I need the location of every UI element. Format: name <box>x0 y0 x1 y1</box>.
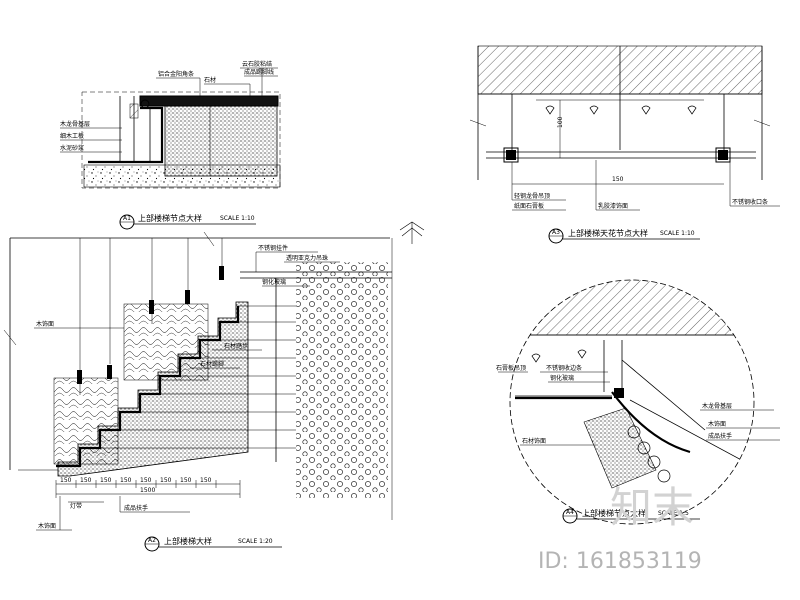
label-st-3: 钢化玻璃 <box>262 278 286 286</box>
label-rd-1: 石膏板吊顶 <box>496 364 526 372</box>
watermark-id: ID: 161853119 <box>538 549 702 574</box>
label-st-2: 透明亚克力吊珠 <box>286 254 328 262</box>
tree-symbol <box>399 221 425 244</box>
label-st-9: 灯带 <box>70 502 82 510</box>
marker-a2-text: A2 <box>148 537 156 544</box>
label-st-8: 成品扶手 <box>124 504 148 512</box>
scale-top-right: SCALE 1:10 <box>660 230 695 237</box>
dim-stair-6: 150 <box>160 477 172 484</box>
title-stair: 上部楼梯大样 <box>164 536 212 546</box>
scale-round: SCALE 1:5 <box>658 510 689 517</box>
marker-a3-text: A3 <box>552 229 560 236</box>
dim-stair-3: 150 <box>100 477 112 484</box>
detail-top-left: 铝合金阳角条 石材 云石胶粘结 成品踢脚线 木龙骨基层 细木工板 水泥砂浆 A1… <box>60 60 281 230</box>
label-rd-4: 石材饰面 <box>522 437 546 445</box>
label-tl-3: 云石胶粘结 <box>242 60 272 68</box>
round-stone <box>583 407 657 489</box>
label-tl-2: 石材 <box>204 76 216 84</box>
label-tl-1: 铝合金阳角条 <box>158 70 194 78</box>
label-st-1: 不锈钢挂件 <box>258 244 288 252</box>
dim-stair-8: 150 <box>200 477 212 484</box>
label-tr-2: 纸面石膏板 <box>514 202 544 210</box>
dim-stair-4: 150 <box>120 477 132 484</box>
label-rd-5: 木龙骨基层 <box>702 402 732 410</box>
label-rd-2: 不锈钢收边条 <box>546 364 582 372</box>
marker-a4-text: A4 <box>566 509 574 516</box>
stone-core <box>164 105 278 177</box>
dim-tr-1: 100 <box>557 116 564 128</box>
label-tl-7: 水泥砂浆 <box>60 144 84 152</box>
marker-a1-text: A1 <box>123 215 131 222</box>
label-tr-1: 轻钢龙骨吊顶 <box>514 192 550 200</box>
watermark: 知末 ID: 161853119 <box>538 483 702 574</box>
label-st-5: 石材踢脚 <box>200 360 224 368</box>
label-rd-6: 木饰面 <box>708 420 726 428</box>
dim-tr-2: 150 <box>612 176 624 183</box>
scale-stair: SCALE 1:20 <box>238 538 273 545</box>
round-slab <box>510 280 754 336</box>
tread-extensions <box>80 305 296 449</box>
scale-top-left: SCALE 1:10 <box>220 215 255 222</box>
label-rd-7: 成品扶手 <box>708 432 732 440</box>
label-tl-5: 木龙骨基层 <box>60 120 90 128</box>
label-tl-6: 细木工板 <box>60 132 84 140</box>
label-tr-3: 乳胶漆饰面 <box>598 202 628 210</box>
label-tl-4: 成品踢脚线 <box>244 68 274 76</box>
label-tr-4: 不锈钢收口条 <box>732 198 768 206</box>
dim-stair-total: 1500 <box>140 487 155 494</box>
title-round: 上部楼梯节点大样 <box>582 508 646 518</box>
label-rd-3: 钢化玻璃 <box>550 374 574 382</box>
title-top-left: 上部楼梯节点大样 <box>138 213 202 223</box>
watermark-brand: 知末 <box>610 483 694 532</box>
dim-stair-5: 150 <box>140 477 152 484</box>
label-st-7: 木饰面 <box>38 522 56 530</box>
detail-stair: 150 150 150 150 150 150 150 150 1500 不锈钢… <box>3 221 425 552</box>
dim-stair-1: 150 <box>60 477 72 484</box>
label-st-4: 石材踏步 <box>224 342 248 350</box>
dim-stair-7: 150 <box>180 477 192 484</box>
detail-top-right: 100 150 轻钢龙骨吊顶 纸面石膏板 乳胶漆饰面 不锈钢收口条 A3 上部楼… <box>469 45 780 244</box>
dim-stair-2: 150 <box>80 477 92 484</box>
bead-curtain <box>296 262 388 498</box>
label-st-6: 木饰面 <box>36 320 54 328</box>
title-top-right: 上部楼梯天花节点大样 <box>568 228 648 238</box>
